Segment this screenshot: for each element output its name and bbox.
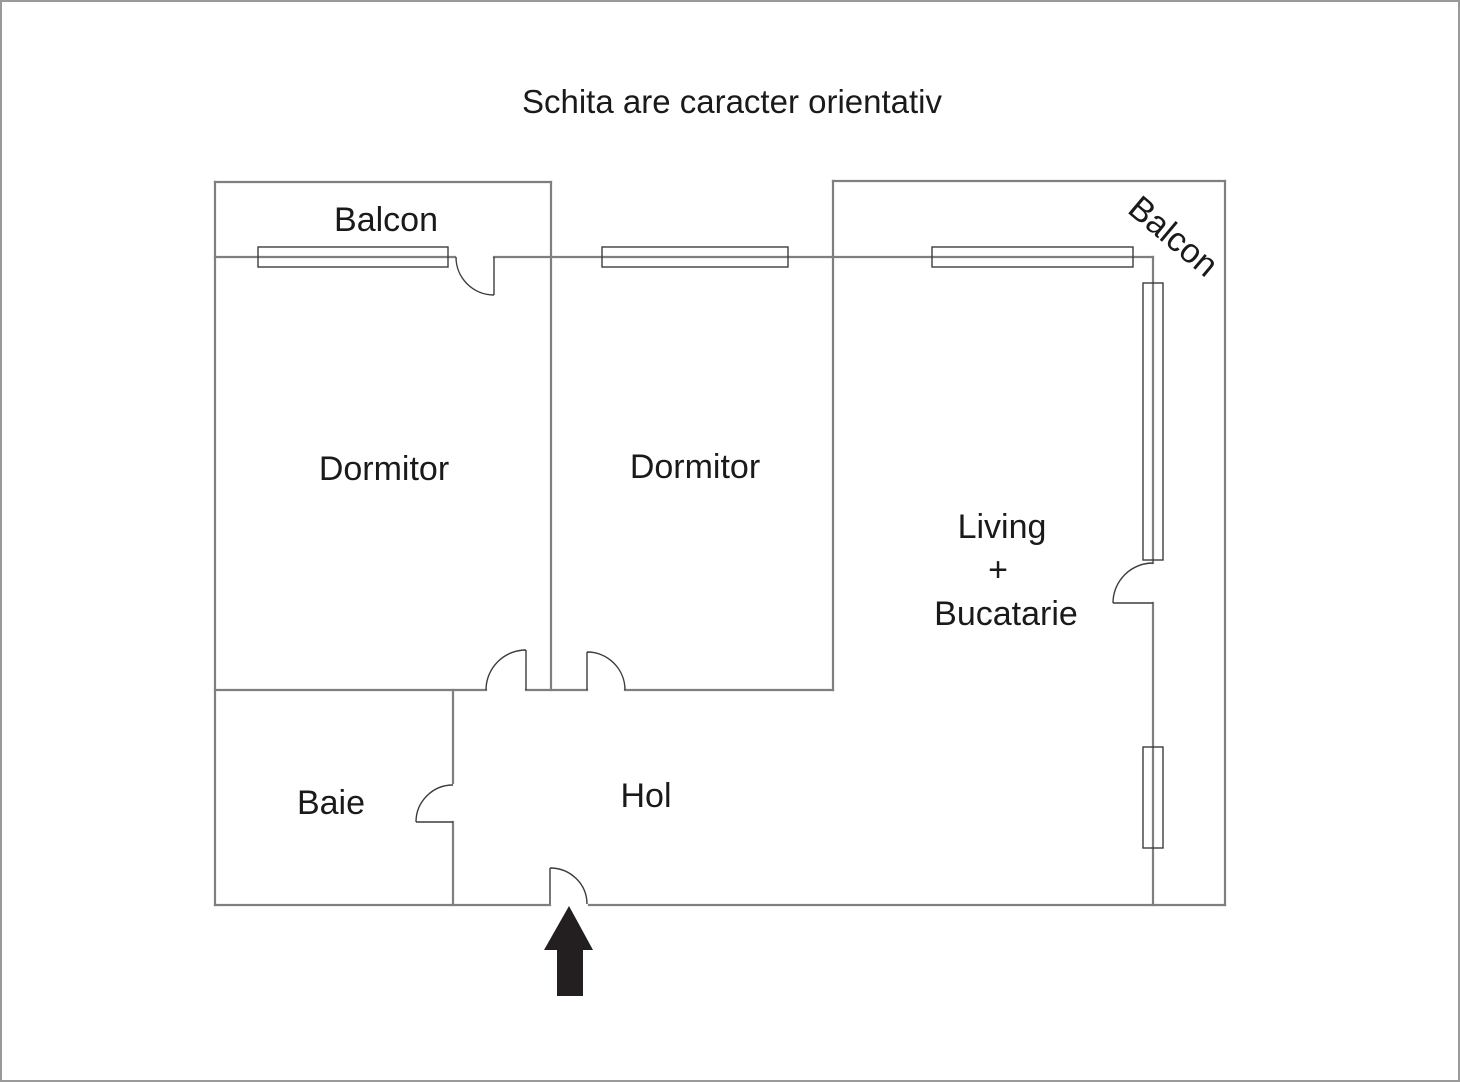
label-balcony-left: Balcon	[334, 201, 438, 239]
door-entrance	[549, 867, 588, 905]
window-living-top	[931, 246, 1134, 268]
label-bathroom: Baie	[297, 784, 365, 822]
label-hall: Hol	[620, 777, 671, 815]
label-living-line1: Living	[958, 508, 1047, 546]
label-living-line3: Bucatarie	[934, 595, 1078, 633]
door-bedroom-left	[485, 649, 527, 691]
entrance-arrow-icon	[544, 906, 593, 996]
door-balcony-left	[455, 256, 495, 296]
walls-group	[213, 179, 1227, 907]
labels-group: Schita are caracter orientativ Balcon Ba…	[297, 83, 1225, 822]
door-bedroom-middle	[586, 651, 626, 691]
window-balcony-left	[257, 246, 449, 268]
window-living-right	[1142, 282, 1164, 561]
doors-group	[415, 256, 1154, 905]
label-balcony-right: Balcon	[1121, 189, 1225, 285]
window-bedroom-middle	[601, 246, 789, 268]
door-bathroom	[415, 784, 454, 823]
label-living-line2: +	[988, 551, 1008, 589]
door-balcony-right	[1112, 562, 1154, 604]
windows-group	[257, 246, 1164, 849]
plan-title: Schita are caracter orientativ	[522, 83, 943, 120]
window-kitchen-right	[1142, 746, 1164, 849]
label-bedroom-left: Dormitor	[319, 450, 449, 488]
label-bedroom-middle: Dormitor	[630, 448, 760, 486]
